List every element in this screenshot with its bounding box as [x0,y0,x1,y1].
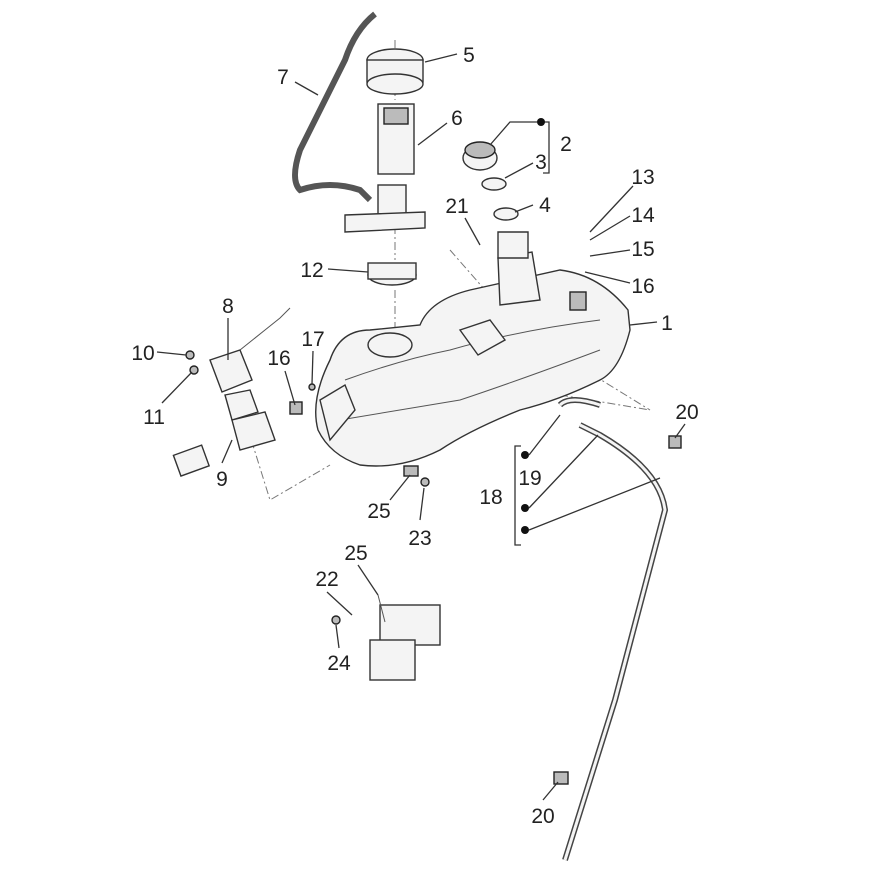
callout-12: 12 [300,259,323,282]
level-sender-assembly [172,307,316,477]
bracket-18 [514,414,661,546]
breather-hose [403,397,682,861]
callout-7: 7 [277,66,289,89]
callout-16: 16 [267,347,290,370]
callout-24: 24 [327,652,351,675]
callout-8: 8 [222,295,234,318]
callout-20: 20 [531,805,554,828]
callout-18: 18 [479,486,502,509]
callout-5: 5 [463,44,475,67]
callout-19: 19 [518,467,541,490]
callout-3: 3 [535,151,547,174]
leader-lines [156,53,686,801]
callout-13: 13 [631,166,654,189]
throttle-body [331,594,441,681]
filler-cap-assembly [462,141,529,259]
callout-10: 10 [131,342,154,365]
callout-4: 4 [539,194,551,217]
callout-21: 21 [445,195,468,218]
callout-14: 14 [631,204,655,227]
callout-6: 6 [451,107,463,130]
callout-20: 20 [675,401,698,424]
callout-2: 2 [560,133,572,156]
callout-11: 11 [143,406,165,429]
callout-23: 23 [408,527,431,550]
callout-16: 16 [631,275,654,298]
callout-25: 25 [367,500,390,523]
fuel-tank [315,251,631,467]
callout-9: 9 [216,468,228,491]
callout-22: 22 [315,568,338,591]
fuel-pump-assembly [292,11,426,286]
callout-1: 1 [661,312,673,335]
callout-17: 17 [301,328,324,351]
callout-labels: 1 2 3 4 5 6 7 8 9 10 11 12 13 14 15 16 1… [131,44,698,828]
callout-25: 25 [344,542,367,565]
bracket-2 [489,118,550,174]
callout-15: 15 [631,238,654,261]
